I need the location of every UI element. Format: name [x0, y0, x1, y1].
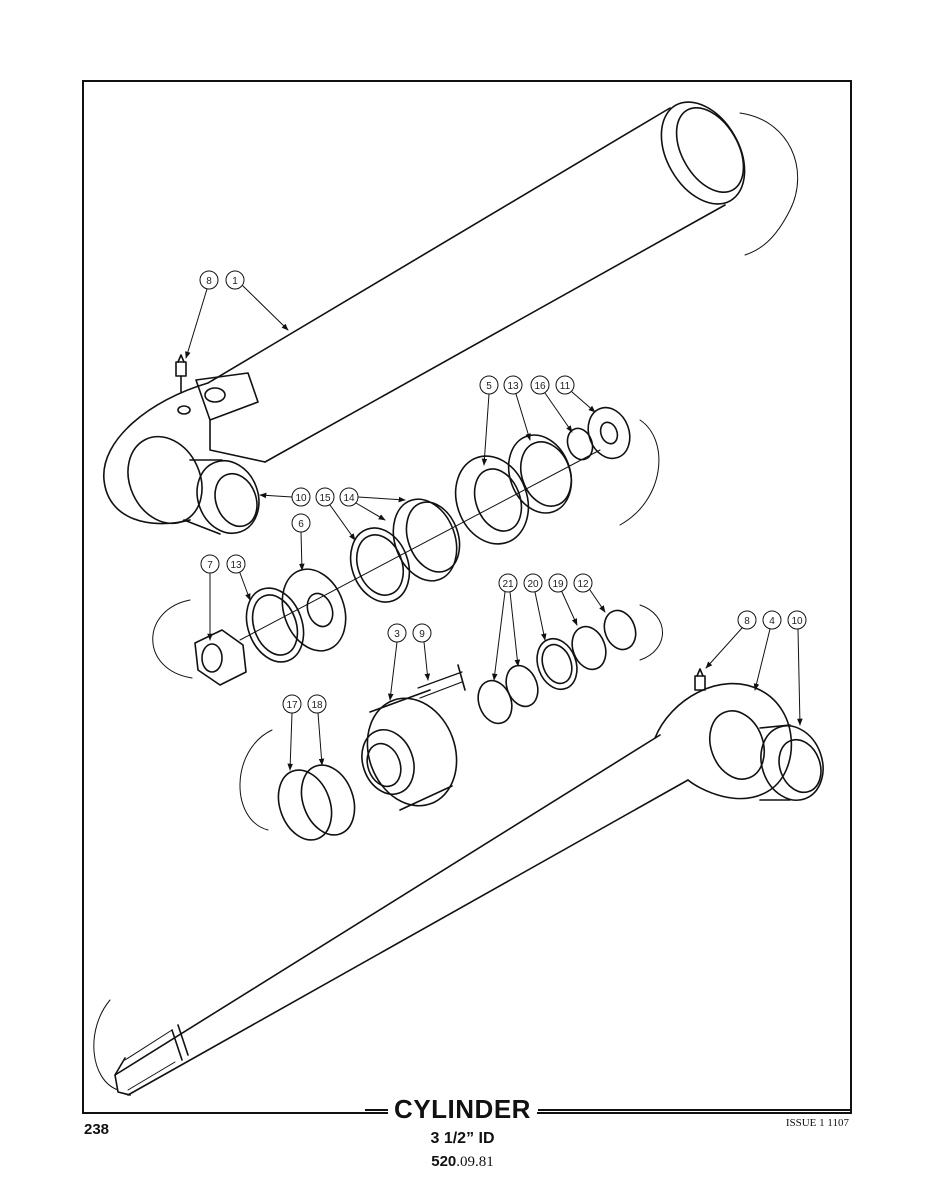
- callout-1: 1: [225, 270, 289, 331]
- part-code-bold: 520: [431, 1153, 457, 1170]
- callout-18: 18: [307, 694, 327, 766]
- callout-12: 12: [573, 573, 606, 613]
- callout-5: 5: [479, 375, 499, 466]
- callout-label: 4: [769, 616, 775, 627]
- callout-8-rod: 8: [705, 610, 757, 669]
- callout-15: 15: [315, 487, 356, 541]
- callout-label: 10: [791, 616, 803, 627]
- bushing-barrel: [183, 459, 260, 535]
- callout-13-lower: 13: [226, 554, 251, 601]
- gland-head: [361, 664, 466, 811]
- piston-assembly: [239, 406, 660, 663]
- callout-label: 9: [419, 629, 425, 640]
- wiper-rings: [239, 729, 356, 841]
- callout-7: 7: [200, 554, 220, 641]
- part-code-rest: .09.81: [456, 1154, 494, 1170]
- callout-17: 17: [282, 694, 302, 771]
- callout-label: 7: [207, 560, 213, 571]
- callout-label: 10: [295, 493, 307, 504]
- grease-nipple-barrel: [175, 354, 187, 393]
- title-rule-right: [538, 1109, 852, 1111]
- callout-label: 5: [486, 381, 492, 392]
- callout-4: 4: [753, 610, 782, 691]
- callout-label: 20: [527, 579, 539, 590]
- callout-21: 21: [492, 573, 521, 681]
- callout-label: 11: [560, 381, 571, 392]
- callout-19: 19: [548, 573, 578, 626]
- callouts: 8 1 5 13 16 11 10: [185, 270, 807, 771]
- part-code: 520.09.81: [0, 1153, 925, 1171]
- callout-label: 13: [230, 560, 242, 571]
- piston-rod: [93, 668, 824, 1096]
- issue-label: ISSUE 1 1107: [785, 1117, 849, 1129]
- callout-9: 9: [412, 623, 432, 681]
- page-subtitle: 3 1/2” ID: [430, 1130, 495, 1147]
- callout-16: 16: [530, 375, 573, 433]
- callout-8-barrel: 8: [185, 270, 219, 359]
- title-text: CYLINDER: [388, 1094, 537, 1124]
- page-number: 238: [84, 1121, 110, 1138]
- callout-10-rod: 10: [787, 610, 807, 726]
- callout-11: 11: [555, 375, 596, 413]
- callout-label: 8: [206, 276, 212, 287]
- callout-label: 19: [552, 579, 564, 590]
- callout-3: 3: [387, 623, 407, 701]
- callout-label: 1: [232, 276, 238, 287]
- barrel-tube: [103, 101, 799, 525]
- callout-10-barrel: 10: [259, 487, 311, 507]
- callout-20: 20: [523, 573, 547, 641]
- callout-label: 16: [534, 381, 546, 392]
- callout-label: 15: [319, 493, 331, 504]
- callout-label: 3: [394, 629, 400, 640]
- callout-6: 6: [291, 513, 311, 571]
- callout-label: 6: [298, 519, 304, 530]
- callout-label: 21: [502, 579, 514, 590]
- callout-14: 14: [339, 487, 406, 521]
- page-title: CYLINDER: [0, 1094, 925, 1125]
- title-rule-left: [365, 1109, 395, 1111]
- callout-label: 17: [286, 700, 298, 711]
- callout-label: 13: [507, 381, 519, 392]
- piston-nut: [152, 599, 247, 686]
- callout-13-upper: 13: [503, 375, 531, 441]
- callout-label: 18: [311, 700, 323, 711]
- callout-label: 8: [744, 616, 750, 627]
- callout-label: 14: [343, 493, 355, 504]
- callout-label: 12: [577, 579, 589, 590]
